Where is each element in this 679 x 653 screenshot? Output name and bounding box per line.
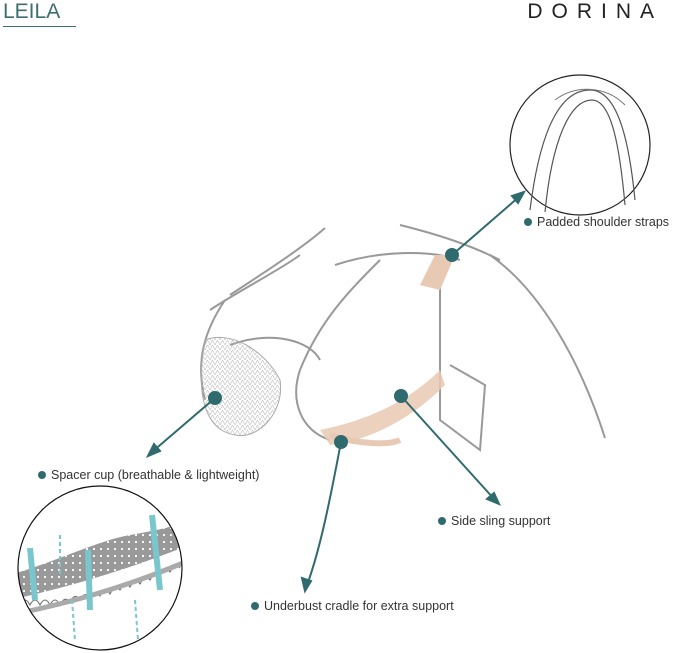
leila-logo: LEILA	[3, 0, 76, 27]
callout-spacer-cup: Spacer cup (breathable & lightweight)	[38, 468, 259, 482]
bullet-icon	[38, 471, 46, 479]
callout-label: Underbust cradle for extra support	[264, 599, 454, 613]
callout-label: Side sling support	[451, 514, 551, 528]
callout-padded-shoulder-straps: Padded shoulder straps	[524, 215, 669, 229]
dorina-logo: DORINA	[527, 0, 663, 23]
callout-side-sling: Side sling support	[438, 514, 550, 528]
bullet-icon	[524, 218, 532, 226]
callout-underbust-cradle: Underbust cradle for extra support	[251, 599, 454, 613]
bullet-icon	[438, 517, 446, 525]
strap-zoom	[509, 74, 651, 216]
callout-lines	[145, 190, 527, 594]
bullet-icon	[251, 602, 259, 610]
strap-pad	[420, 255, 455, 290]
spacer-cup	[200, 336, 282, 436]
callout-label: Spacer cup (breathable & lightweight)	[51, 468, 260, 482]
side-sling	[320, 370, 445, 445]
spacer-zoom	[17, 485, 183, 651]
callout-label: Padded shoulder straps	[537, 215, 670, 229]
